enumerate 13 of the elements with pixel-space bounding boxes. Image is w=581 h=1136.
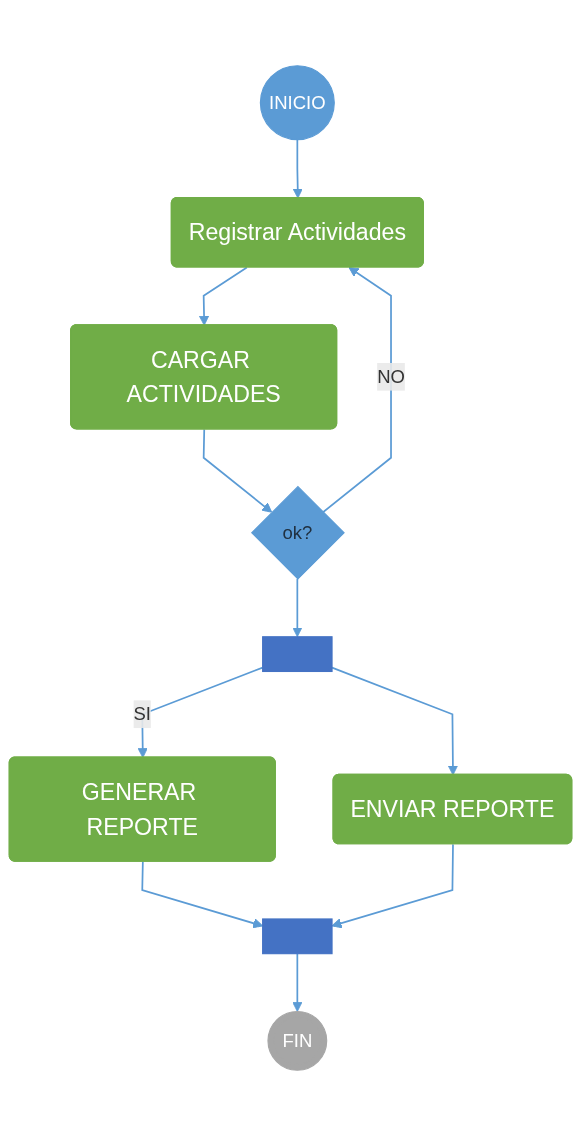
arrow	[198, 266, 248, 326]
node-bar	[262, 918, 333, 955]
arrow	[202, 428, 273, 513]
node-circle: INICIO	[259, 65, 335, 141]
arrow	[292, 952, 303, 1012]
arrow	[292, 578, 303, 638]
edge-label: NO	[377, 366, 405, 387]
node-circle: FIN	[267, 1010, 328, 1071]
node-diamond: ok?	[250, 485, 345, 580]
arrow	[292, 138, 303, 199]
arrow	[322, 267, 392, 514]
edge-label: SI	[133, 703, 152, 724]
node-bar	[262, 636, 333, 673]
